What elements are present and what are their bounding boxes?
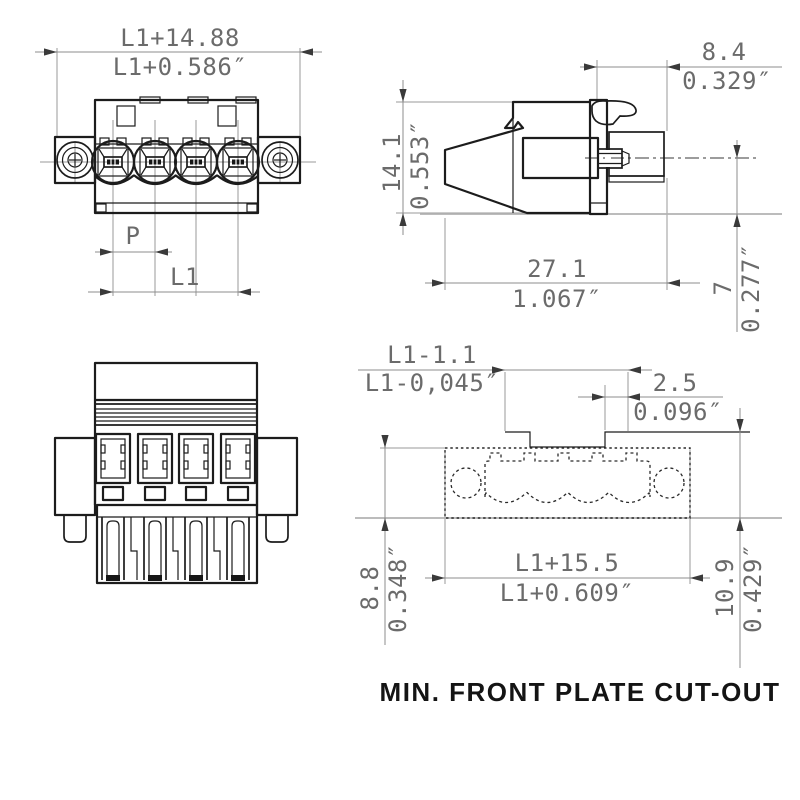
side-length-dimension: 27.1 1.067″ (425, 255, 700, 313)
rear-left-flange (53, 436, 97, 517)
dim-front-length: L1 (170, 263, 200, 291)
side-height-dimension: 14.1 0.553″ (378, 80, 434, 235)
rear-right-foot (265, 515, 289, 543)
dim-cutout-inner-width-in: L1-0,045″ (365, 369, 500, 397)
side-center-offset-dimension: 7 0.277″ (709, 140, 765, 333)
dim-side-clip-depth-in: 0.329″ (682, 67, 772, 95)
cutout-screw-hole (450, 467, 482, 499)
cutout-width-dimension: L1+15.5 L1+0.609″ (425, 549, 710, 607)
cutout-view: L1-1.1 L1-0,045″ 2.5 0.096″ L1+15.5 L1+0… (355, 341, 782, 668)
pin-channels (101, 517, 250, 581)
side-clip-depth-dimension: 8.4 0.329″ (580, 38, 782, 95)
dim-side-length-in: 1.067″ (512, 285, 602, 313)
rear-view-ports (94, 432, 257, 502)
dim-side-length-mm: 27.1 (527, 255, 587, 283)
dim-cutout-height-upper-mm: 8.8 (356, 566, 384, 611)
release-slot (226, 485, 250, 502)
front-view-right-flange (256, 135, 302, 185)
dim-side-clip-depth-mm: 8.4 (702, 38, 747, 66)
cutout-inner-width-dimension: L1-1.1 L1-0,045″ (358, 341, 652, 397)
terminal (215, 137, 261, 185)
side-view-body (443, 98, 665, 216)
cutout-rectangle (444, 447, 691, 519)
release-slot (184, 485, 208, 502)
rear-left-foot (63, 515, 87, 543)
front-view-extension-lines (40, 48, 316, 296)
wire-port (177, 432, 215, 485)
dim-cutout-inner-width-mm: L1-1.1 (387, 341, 477, 369)
dim-cutout-tab-offset-mm: 2.5 (653, 369, 698, 397)
cutout-height-upper-dimension: 8.8 0.348″ (356, 435, 412, 645)
dim-side-height-mm: 14.1 (378, 133, 406, 193)
side-view: 8.4 0.329″ 14.1 0.553″ 27.1 1.067″ 7 0.2… (378, 38, 782, 333)
side-view-screw (597, 148, 630, 169)
release-slot (101, 485, 125, 502)
channel-dividers (130, 517, 221, 580)
dim-cutout-height-upper-in: 0.348″ (384, 543, 412, 633)
cutout-outline (444, 447, 691, 519)
front-width-dimension: L1+14.88 L1+0.586″ (35, 24, 322, 81)
wire-port (136, 432, 174, 485)
dim-cutout-tab-offset-in: 0.096″ (633, 398, 723, 426)
wire-port (219, 432, 257, 485)
rear-view-lower-block (95, 503, 259, 585)
dim-cutout-width-mm: L1+15.5 (515, 549, 620, 577)
dim-front-width-mm: L1+14.88 (120, 24, 240, 52)
cutout-screw-hole (653, 467, 685, 499)
dim-front-width-in: L1+0.586″ (113, 53, 248, 81)
front-view-terminals (90, 137, 261, 185)
cutout-connector-silhouette (484, 452, 651, 497)
cutout-height-total-dimension: 10.9 0.429″ (711, 408, 767, 668)
front-pitch-dimension: P (95, 222, 172, 256)
cutout-silhouette-scallops (484, 491, 651, 504)
front-length-dimension: L1 (88, 263, 260, 296)
side-view-latch-hook (591, 100, 637, 126)
dim-front-pitch: P (126, 222, 141, 250)
front-plate-edge-profile (505, 431, 750, 448)
rear-view (53, 361, 299, 585)
front-view-housing (93, 96, 260, 215)
wire-port (94, 432, 132, 485)
cutout-tab-offset-dimension: 2.5 0.096″ (578, 369, 723, 426)
dim-cutout-height-total-in: 0.429″ (739, 543, 767, 633)
dim-cutout-width-in: L1+0.609″ (500, 579, 635, 607)
dim-side-center-offset-mm: 7 (709, 281, 737, 296)
rear-right-flange (255, 436, 299, 517)
drawing-caption: MIN. FRONT PLATE CUT-OUT (380, 677, 781, 707)
terminal (90, 137, 136, 185)
dim-side-center-offset-in: 0.277″ (737, 243, 765, 333)
release-slot (143, 485, 167, 502)
dim-side-height-in: 0.553″ (406, 120, 434, 210)
front-view: L1+14.88 L1+0.586″ P L1 (35, 24, 322, 296)
side-view-extension-lines (396, 60, 782, 290)
rear-view-body (53, 361, 299, 543)
dim-cutout-height-total-mm: 10.9 (711, 558, 739, 618)
